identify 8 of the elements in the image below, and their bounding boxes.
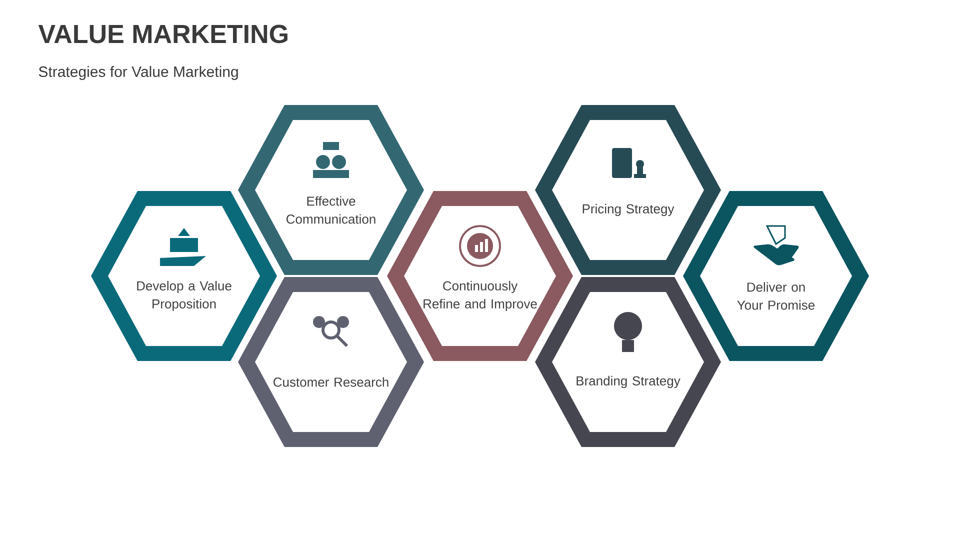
subtitle: Strategies for Value Marketing [38,66,238,80]
hexagon: Deliver on Your Promise [683,191,869,361]
hexagon: Continuously Refine and Improve [387,191,573,361]
hexagon: Customer Research [238,277,424,447]
hexagon: Effective Communication [238,105,424,275]
hexagon: Develop a Value Proposition [91,191,277,361]
title: VALUE MARKETING [38,24,288,44]
hexagon: Pricing Strategy [535,105,721,275]
